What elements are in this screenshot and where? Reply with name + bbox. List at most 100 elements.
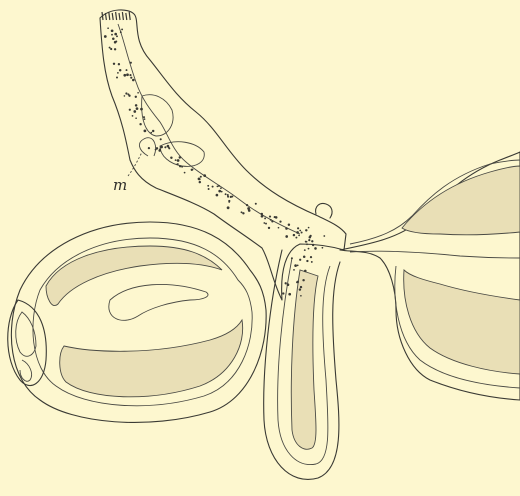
stipple-dot — [130, 62, 132, 64]
stipple-dot — [270, 219, 272, 221]
stipple-dot — [130, 77, 132, 79]
stipple-dot — [296, 231, 299, 234]
stipple-dot — [124, 95, 126, 97]
stipple-dot — [293, 269, 295, 271]
stipple-dot — [227, 206, 230, 209]
stipple-dot — [306, 260, 308, 262]
stipple-dot — [255, 203, 257, 205]
stipple-dot — [274, 216, 276, 218]
stipple-dot — [144, 130, 147, 133]
stipple-dot — [309, 235, 311, 237]
stipple-dot — [126, 69, 128, 71]
stipple-dot — [144, 118, 146, 120]
stipple-dot — [118, 63, 120, 65]
stipple-dot — [112, 38, 115, 41]
stipple-dot — [228, 200, 230, 202]
stipple-dot — [164, 146, 166, 148]
stipple-dot — [271, 220, 273, 222]
stipple-dot — [135, 96, 137, 98]
stipple-dot — [310, 256, 312, 258]
stipple-dot — [285, 235, 288, 238]
duct-hatch — [116, 12, 117, 20]
stipple-dot — [248, 209, 251, 212]
stipple-dot — [288, 223, 290, 225]
stipple-dot — [125, 92, 127, 94]
stipple-dot — [285, 227, 288, 230]
stipple-dot — [116, 35, 118, 37]
stipple-dot — [300, 295, 302, 297]
stipple-dot — [179, 156, 181, 158]
stipple-dot — [199, 179, 201, 181]
stipple-dot — [297, 227, 299, 229]
stipple-dot — [114, 33, 117, 36]
stipple-dot — [301, 232, 303, 234]
stipple-dot — [294, 264, 297, 267]
stipple-dot — [231, 195, 233, 197]
stipple-dot — [159, 148, 161, 150]
stipple-dot — [216, 194, 219, 197]
duct-hatch — [129, 12, 130, 20]
duct-hatch — [126, 13, 127, 20]
stipple-dot — [246, 204, 248, 206]
stipple-dot — [177, 163, 179, 165]
stipple-dot — [323, 235, 325, 237]
stipple-dot — [322, 247, 324, 249]
stipple-dot — [129, 74, 131, 76]
stipple-dot — [184, 172, 186, 174]
stipple-dot — [199, 181, 201, 183]
stipple-dot — [303, 255, 306, 258]
stipple-dot — [314, 247, 317, 250]
stipple-dot — [135, 117, 137, 119]
stipple-dot — [121, 28, 123, 30]
stipple-dot — [140, 108, 143, 111]
stipple-dot — [111, 34, 113, 36]
stipple-dot — [264, 217, 266, 219]
stipple-dot — [241, 211, 243, 213]
stipple-dot — [269, 216, 271, 218]
stipple-dot — [220, 187, 222, 189]
stipple-dot — [200, 176, 202, 178]
stipple-dot — [160, 146, 163, 149]
duct-hatch — [105, 13, 106, 20]
stipple-dot — [295, 237, 297, 239]
stipple-dot — [116, 76, 118, 78]
stipple-dot — [115, 41, 117, 43]
stipple-dot — [111, 29, 114, 32]
stipple-dot — [139, 123, 141, 125]
duct-hatch — [109, 12, 110, 20]
duct-hatch — [102, 12, 103, 20]
stipple-dot — [308, 239, 310, 241]
duct-hatch — [122, 12, 123, 20]
stipple-dot — [114, 48, 116, 50]
stipple-dot — [148, 147, 150, 149]
stipple-dot — [129, 109, 131, 111]
stipple-dot — [203, 174, 206, 177]
stipple-dot — [181, 166, 183, 168]
stipple-dot — [137, 92, 139, 94]
stipple-dot — [119, 69, 121, 71]
stipple-dot — [312, 244, 314, 246]
stipple-dot — [212, 186, 214, 188]
stipple-dot — [265, 223, 267, 225]
stipple-dot — [217, 186, 219, 188]
stipple-dot — [227, 196, 229, 198]
stipple-dot — [192, 169, 194, 171]
stipple-dot — [113, 63, 115, 65]
stipple-dot — [261, 215, 264, 218]
stipple-dot — [278, 227, 280, 229]
stipple-dot — [304, 270, 307, 273]
stipple-dot — [132, 115, 134, 117]
label-m-leader — [128, 152, 142, 176]
stipple-dot — [287, 283, 290, 286]
stipple-dot — [300, 286, 302, 288]
stipple-dot — [208, 188, 210, 190]
stipple-dot — [133, 110, 136, 113]
stipple-dot — [308, 227, 310, 229]
stipple-dot — [155, 149, 157, 151]
stipple-dot — [128, 95, 130, 97]
stipple-dot — [150, 132, 152, 134]
stipple-dot — [175, 159, 177, 161]
stipple-dot — [107, 27, 109, 29]
left-chamber — [8, 222, 266, 422]
